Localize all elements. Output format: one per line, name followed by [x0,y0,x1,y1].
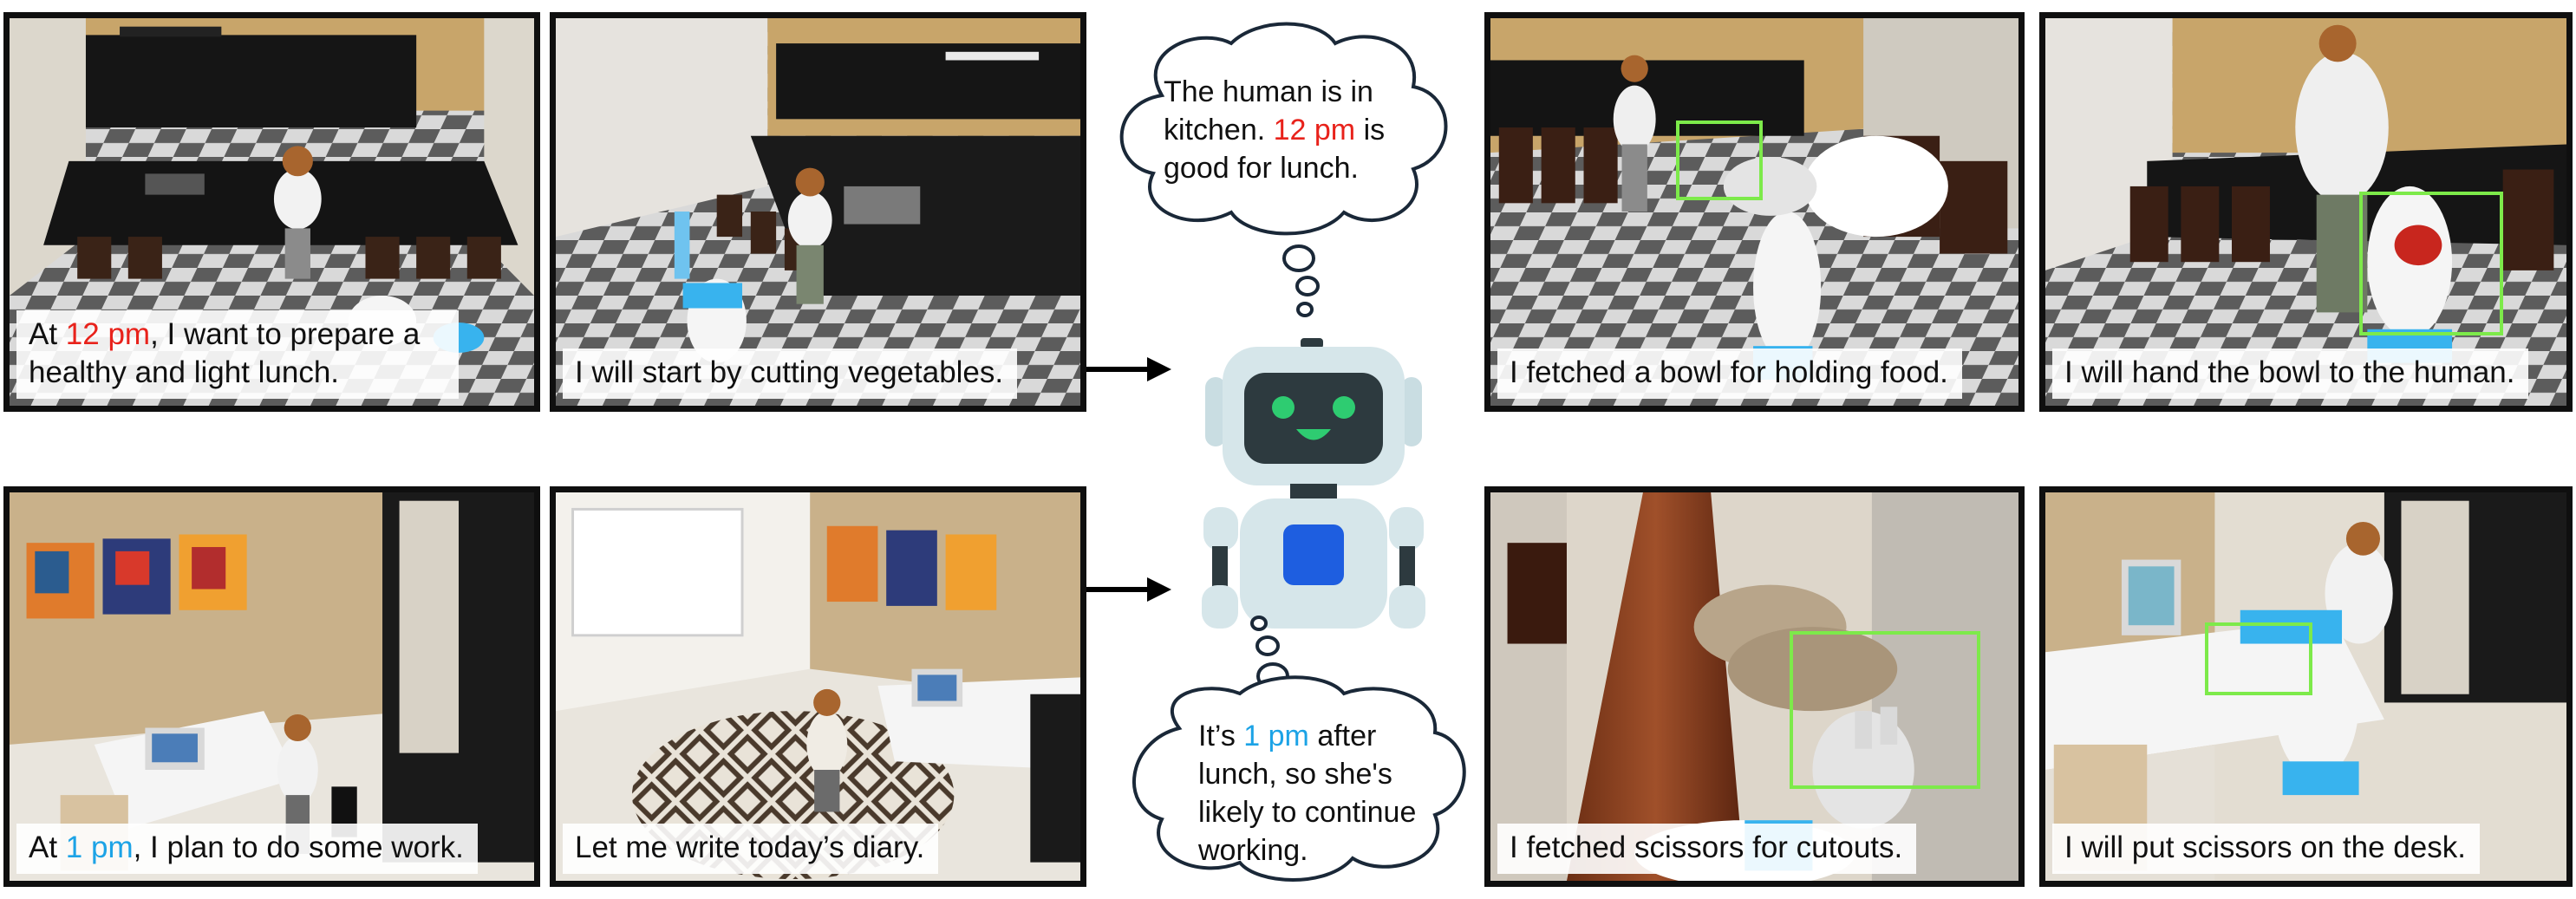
panel-caption: At 1 pm, I plan to do some work. [16,824,478,874]
robot-chest-panel [1283,524,1344,585]
target-highlight-box [1676,121,1763,200]
time-1pm: 1 pm [65,831,134,864]
panel-fetch-scissors: I fetched scissors for cutouts. [1484,486,2025,887]
thought-text-bottom: It’s 1 pm after lunch, so she's likely t… [1198,720,1417,867]
arrow-right-top [1086,357,1171,381]
robot-shoulder-right [1389,507,1424,550]
panel-caption: I fetched a bowl for holding food. [1497,349,1962,399]
arrow-right-bottom [1086,577,1171,602]
living-room-scene [1490,492,2018,881]
robot-mouth [1296,429,1331,440]
robot-ear-left [1205,377,1226,446]
panel-kitchen-12pm-2: I will start by cutting vegetables. [550,12,1086,412]
kitchen-scene [2045,18,2566,406]
robot-arm-left [1212,546,1228,590]
panel-caption: Let me write today’s diary. [563,824,939,874]
target-highlight-box [1790,631,1980,789]
robot-antenna [1301,338,1323,349]
panel-office-1pm-2: Let me write today’s diary. [550,486,1086,887]
panel-caption: I will start by cutting vegetables. [563,349,1018,399]
robot-arm-right [1399,546,1415,590]
panel-office-1pm-1: At 1 pm, I plan to do some work. [3,486,540,887]
time-12pm: 12 pm [65,317,151,351]
panel-caption: I fetched scissors for cutouts. [1497,824,1917,874]
office-scene [10,492,534,881]
panel-place-scissors: I will put scissors on the desk. [2039,486,2573,887]
panel-caption: I will put scissors on the desk. [2052,824,2480,874]
thought-cloud-bottom [1131,616,1466,882]
time-1pm: 1 pm [1243,720,1309,752]
robot-hand-right [1389,585,1425,629]
panel-caption: At 12 pm, I want to prepare a healthy an… [16,310,459,399]
robot-shoulder-left [1203,507,1238,550]
robot-neck [1290,484,1337,501]
robot-hand-left [1202,585,1238,629]
robot-face [1244,373,1383,464]
thought-text-top: The human is in kitchen. 12 pm is good f… [1164,75,1386,185]
robot-eye-left [1272,396,1295,419]
panel-caption: I will hand the bowl to the human. [2052,349,2529,399]
panel-fetch-bowl: I fetched a bowl for holding food. [1484,12,2025,412]
kitchen-scene [556,18,1080,406]
office-scene [556,492,1080,881]
robot-ear-right [1401,377,1422,446]
robot-mascot [1202,338,1425,629]
robot-eye-right [1333,396,1355,419]
panel-kitchen-12pm-1: At 12 pm, I want to prepare a healthy an… [3,12,540,412]
target-highlight-box [2359,192,2503,335]
target-highlight-box [2205,622,2312,695]
kitchen-scene [1490,18,2018,406]
thought-cloud-top [1119,22,1448,317]
time-12pm: 12 pm [1273,114,1356,147]
panel-hand-bowl: I will hand the bowl to the human. [2039,12,2573,412]
